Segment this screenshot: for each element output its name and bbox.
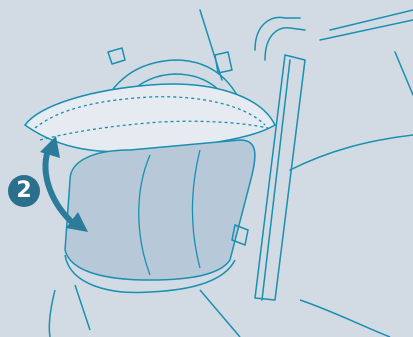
step-number-label: 2 bbox=[8, 175, 40, 207]
bassinet-body bbox=[65, 140, 255, 280]
